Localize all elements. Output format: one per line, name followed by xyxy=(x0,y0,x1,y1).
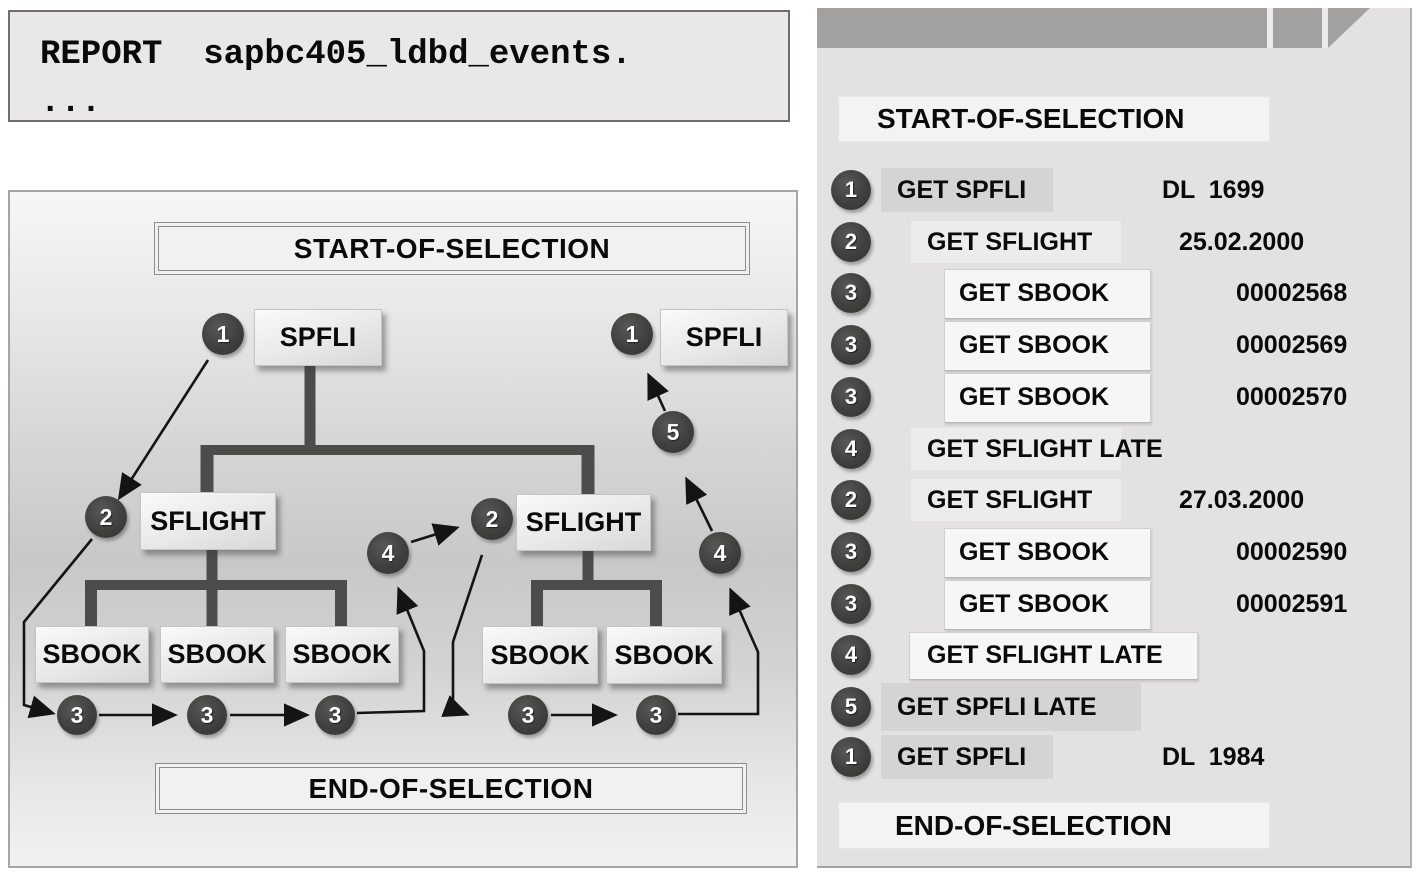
end-of-selection-label: END-OF-SELECTION xyxy=(159,767,743,810)
marker-3-2: 3 xyxy=(187,695,227,735)
sequence-number-badge: 3 xyxy=(831,532,871,572)
marker-3-4: 3 xyxy=(508,695,548,735)
event-label: GET SPFLI LATE xyxy=(897,692,1097,721)
event-row: 2 GET SFLIGHT 27.03.2000 xyxy=(817,474,1410,526)
event-value: 25.02.2000 xyxy=(1179,227,1305,256)
marker-2-left: 2 xyxy=(85,496,127,538)
sequence-number-badge: 4 xyxy=(831,635,871,675)
start-of-selection-label: START-OF-SELECTION xyxy=(158,226,746,271)
code-line-ellipsis: ... xyxy=(40,84,102,122)
event-row: 3 GET SBOOK 00002590 xyxy=(817,526,1410,578)
diagram-lines-layer xyxy=(22,359,760,727)
sequence-number-badge: 2 xyxy=(831,480,871,520)
node-sbook-2: SBOOK xyxy=(160,626,274,683)
event-highlight-box xyxy=(944,580,1151,630)
event-highlight-box xyxy=(881,168,1053,212)
event-highlight-box xyxy=(911,479,1121,521)
node-spfli-left: SPFLI xyxy=(254,309,382,366)
event-label: GET SBOOK xyxy=(959,278,1110,307)
event-label: GET SBOOK xyxy=(959,330,1110,359)
node-sbook-5: SBOOK xyxy=(606,626,722,684)
event-row: 2 GET SFLIGHT 25.02.2000 xyxy=(817,216,1410,268)
event-row: 1 GET SPFLI DL 1984 xyxy=(817,731,1410,783)
event-label: GET SFLIGHT LATE xyxy=(927,640,1163,669)
node-sbook-3: SBOOK xyxy=(285,626,399,683)
marker-2-right: 2 xyxy=(471,498,513,540)
marker-3-5: 3 xyxy=(636,695,676,735)
event-label: GET SPFLI xyxy=(897,175,1027,204)
event-label: GET SBOOK xyxy=(959,589,1110,618)
event-row: 4 GET SFLIGHT LATE xyxy=(817,423,1410,475)
event-row: 4 GET SFLIGHT LATE xyxy=(817,629,1410,681)
event-highlight-box xyxy=(911,221,1121,263)
event-value: DL 1984 xyxy=(1162,742,1265,771)
panel-start-of-selection: START-OF-SELECTION xyxy=(838,96,1270,142)
sequence-number-badge: 4 xyxy=(831,429,871,469)
ldb-structure-diagram: START-OF-SELECTION END-OF-SELECTION SPFL… xyxy=(8,190,798,868)
sequence-number-badge: 1 xyxy=(831,170,871,210)
event-highlight-box xyxy=(881,683,1141,731)
event-label: GET SFLIGHT xyxy=(927,227,1093,256)
title-bar-notch xyxy=(1322,8,1328,48)
event-highlight-box xyxy=(944,269,1151,319)
event-value: 00002568 xyxy=(1236,278,1348,307)
event-row: 3 GET SBOOK 00002568 xyxy=(817,267,1410,319)
marker-4-right: 4 xyxy=(699,532,741,574)
marker-3-3: 3 xyxy=(315,695,355,735)
sequence-number-badge: 3 xyxy=(831,325,871,365)
event-value: 00002570 xyxy=(1236,382,1348,411)
event-highlight-box xyxy=(944,528,1151,578)
marker-5: 5 xyxy=(652,411,694,453)
sequence-number-badge: 3 xyxy=(831,584,871,624)
event-value: 00002591 xyxy=(1236,589,1348,618)
abap-code-window: REPORT sapbc405_ldbd_events. ... xyxy=(8,10,790,122)
event-flow-arrows xyxy=(22,359,760,727)
node-sbook-4: SBOOK xyxy=(482,626,598,684)
end-of-selection-banner: END-OF-SELECTION xyxy=(155,763,747,814)
sequence-number-badge: 5 xyxy=(831,687,871,727)
event-row: 5 GET SPFLI LATE xyxy=(817,681,1410,733)
event-label: GET SBOOK xyxy=(959,537,1110,566)
event-row: 1 GET SPFLI DL 1699 xyxy=(817,164,1410,216)
event-label: GET SFLIGHT xyxy=(927,485,1093,514)
event-label: GET SBOOK xyxy=(959,382,1110,411)
tree-connectors xyxy=(85,362,662,630)
sequence-number-badge: 1 xyxy=(831,737,871,777)
event-value: DL 1699 xyxy=(1162,175,1265,204)
event-highlight-box xyxy=(944,373,1151,423)
node-sflight-right: SFLIGHT xyxy=(516,494,651,551)
event-highlight-box xyxy=(911,428,1121,470)
event-value: 00002569 xyxy=(1236,330,1348,359)
sequence-number-badge: 3 xyxy=(831,273,871,313)
marker-1-right: 1 xyxy=(611,313,653,355)
sequence-number-badge: 3 xyxy=(831,377,871,417)
title-bar-notch xyxy=(1267,8,1273,48)
event-highlight-box xyxy=(944,321,1151,371)
marker-3-1: 3 xyxy=(57,695,97,735)
event-row: 3 GET SBOOK 00002591 xyxy=(817,578,1410,630)
node-sbook-1: SBOOK xyxy=(35,626,149,683)
event-row: 3 GET SBOOK 00002569 xyxy=(817,319,1410,371)
event-highlight-box xyxy=(909,632,1198,680)
panel-end-of-selection: END-OF-SELECTION xyxy=(838,802,1270,849)
code-line-report: REPORT sapbc405_ldbd_events. xyxy=(40,36,632,74)
node-sflight-left: SFLIGHT xyxy=(140,492,276,550)
event-label: GET SPFLI xyxy=(897,742,1027,771)
start-of-selection-banner: START-OF-SELECTION xyxy=(154,222,750,275)
panel-title-bar xyxy=(817,8,1370,48)
sequence-number-badge: 2 xyxy=(831,222,871,262)
marker-1-left: 1 xyxy=(202,313,244,355)
node-spfli-right: SPFLI xyxy=(660,309,788,366)
event-highlight-box xyxy=(881,735,1053,779)
event-label: GET SFLIGHT LATE xyxy=(927,434,1163,463)
marker-4-middle: 4 xyxy=(367,532,409,574)
event-value: 27.03.2000 xyxy=(1179,485,1305,514)
event-value: 00002590 xyxy=(1236,537,1348,566)
event-row: 3 GET SBOOK 00002570 xyxy=(817,371,1410,423)
